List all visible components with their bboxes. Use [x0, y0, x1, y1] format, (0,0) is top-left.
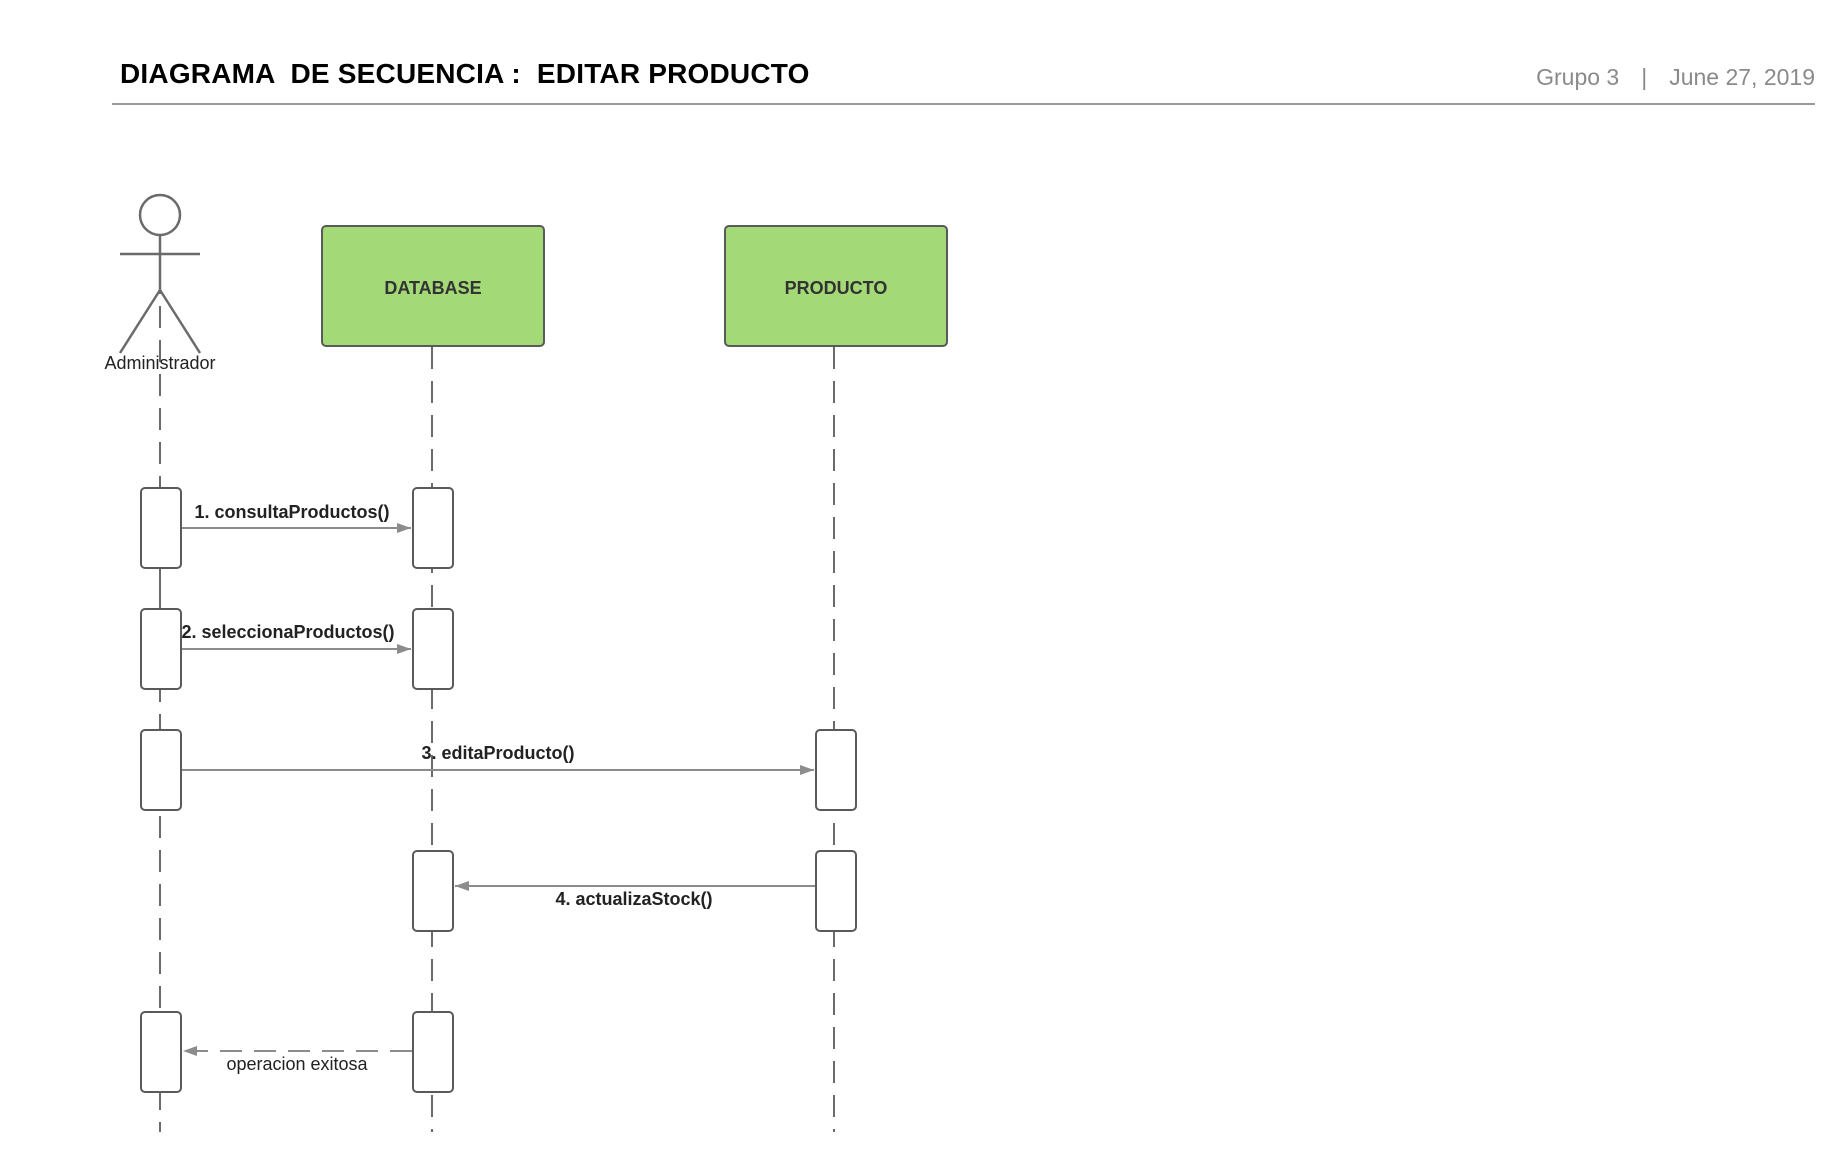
message-2: 2. seleccionaProductos() [181, 622, 411, 654]
header-separator: | [1641, 64, 1648, 90]
activation-admin-3 [140, 729, 182, 811]
activation-database-2 [412, 608, 454, 690]
message-3: 3. editaProducto() [182, 743, 814, 775]
activation-admin-4 [140, 1011, 182, 1093]
message-4: 4. actualizaStock() [455, 881, 815, 909]
object-label-producto: PRODUCTO [785, 278, 888, 298]
activation-database-1 [412, 487, 454, 569]
message-label-2: 2. seleccionaProductos() [181, 622, 394, 642]
object-box-producto [724, 225, 948, 347]
message-1: 1. consultaProductos() [182, 502, 411, 533]
activation-admin-1 [140, 487, 182, 569]
activation-producto-1 [815, 729, 857, 811]
activations [140, 487, 857, 1093]
activation-database-4 [412, 1011, 454, 1093]
activation-producto-2 [815, 850, 857, 932]
header-divider [112, 103, 1815, 105]
actor-head [138, 193, 182, 237]
message-label-4: 4. actualizaStock() [555, 889, 712, 909]
actor-label: Administrador [104, 353, 215, 373]
object-database: DATABASE [321, 225, 545, 347]
object-label-database: DATABASE [384, 278, 481, 298]
message-5: operacion exitosa [183, 1046, 412, 1074]
actor-right-leg [158, 289, 202, 354]
object-producto: PRODUCTO [724, 225, 948, 347]
actor-figure [118, 193, 202, 354]
header-meta: Grupo 3 | June 27, 2019 [1536, 64, 1815, 91]
message-label-5: operacion exitosa [226, 1054, 368, 1074]
actor-left-leg [118, 289, 162, 354]
object-box-database [321, 225, 545, 347]
date-label: June 27, 2019 [1669, 64, 1815, 90]
activation-database-3 [412, 850, 454, 932]
activation-admin-2 [140, 608, 182, 690]
diagram-title: DIAGRAMA DE SECUENCIA : EDITAR PRODUCTO [120, 58, 810, 89]
group-label: Grupo 3 [1536, 64, 1620, 90]
message-label-1: 1. consultaProductos() [194, 502, 389, 522]
message-label-3: 3. editaProducto() [421, 743, 574, 763]
lifelines [159, 272, 835, 1132]
